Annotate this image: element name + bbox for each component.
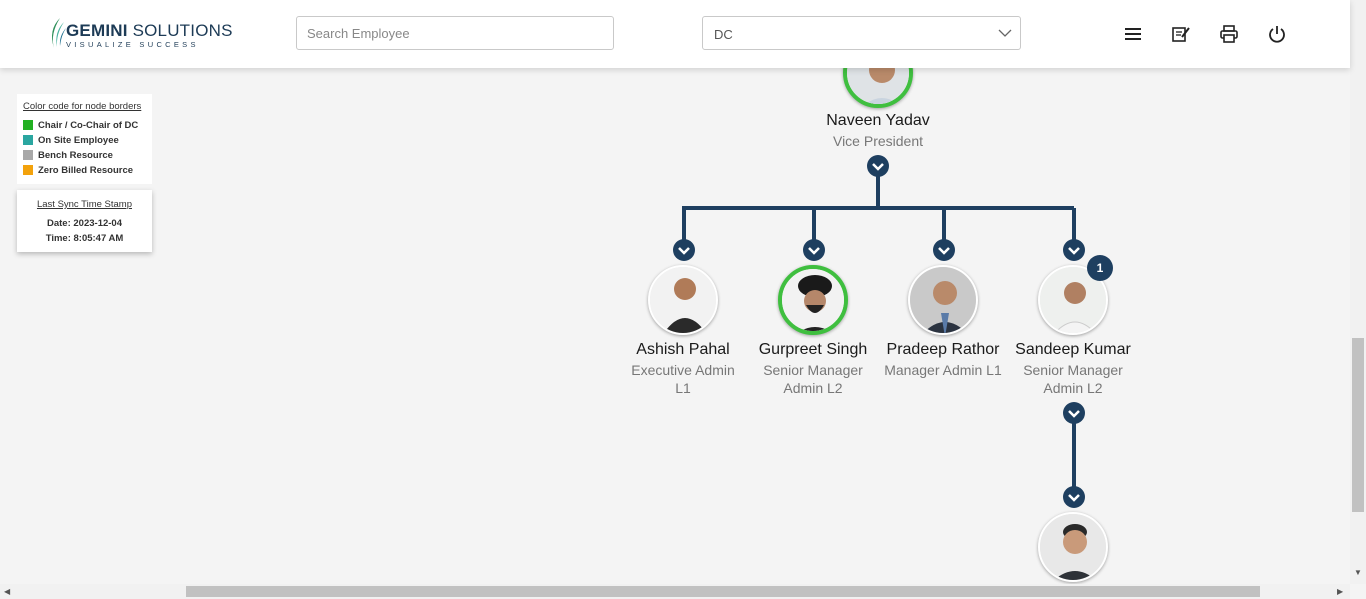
dc-select-value: DC — [714, 27, 733, 42]
legend-swatch — [23, 165, 33, 175]
vertical-scroll-thumb[interactable] — [1352, 338, 1364, 512]
legend-swatch — [23, 135, 33, 145]
avatar-ashish-pahal[interactable] — [648, 265, 718, 335]
chevron-down-icon — [998, 29, 1012, 37]
person-role: Manager Admin L1 — [884, 362, 1002, 378]
scroll-down-arrow-icon[interactable]: ▼ — [1354, 568, 1362, 577]
scroll-left-arrow-icon[interactable]: ◀ — [4, 587, 11, 596]
horizontal-scroll-thumb[interactable] — [186, 586, 1260, 597]
legend-item-zero-billed: Zero Billed Resource — [23, 165, 133, 176]
company-logo[interactable]: GEMINI SOLUTIONS VISUALIZE SUCCESS — [46, 16, 232, 52]
legend-item-chair: Chair / Co-Chair of DC — [23, 120, 138, 131]
person-role: Senior Manager — [1023, 362, 1123, 378]
person-name: Pradeep Rathor — [886, 341, 1000, 358]
person-role: Vice President — [832, 133, 923, 149]
expand-toggle-icon[interactable] — [1063, 239, 1085, 261]
logo-leaf-icon — [52, 18, 66, 48]
legend-item-bench: Bench Resource — [23, 150, 113, 161]
person-role-line2: Admin L2 — [783, 380, 843, 396]
scroll-right-arrow-icon[interactable]: ▶ — [1337, 587, 1344, 596]
person-name: Sandeep Kumar — [1015, 341, 1131, 358]
org-chart: Naveen Yadav Vice President Ashish Pahal… — [631, 38, 1131, 582]
avatar-pradeep-rathor[interactable] — [908, 265, 978, 335]
logo-text: GEMINI SOLUTIONS — [66, 21, 233, 40]
expand-toggle-icon[interactable] — [803, 239, 825, 261]
person-role-line2: Admin L2 — [1043, 380, 1103, 396]
avatar-grandchild[interactable] — [1038, 512, 1108, 582]
person-name: Ashish Pahal — [636, 341, 730, 358]
sync-time: Time: 8:05:47 AM — [45, 233, 124, 244]
expand-toggle-icon[interactable] — [933, 239, 955, 261]
power-icon[interactable] — [1267, 24, 1287, 44]
logo-tagline: VISUALIZE SUCCESS — [66, 40, 199, 49]
legend-item-onsite: On Site Employee — [23, 135, 119, 146]
sync-date: Date: 2023-12-04 — [47, 218, 122, 229]
print-icon[interactable] — [1219, 24, 1239, 44]
child-count-badge: 1 — [1087, 255, 1113, 281]
color-legend: Color code for node borders Chair / Co-C… — [17, 94, 152, 184]
expand-toggle-icon[interactable] — [867, 155, 889, 177]
last-sync-panel: Last Sync Time Stamp Date: 2023-12-04 Ti… — [17, 190, 152, 252]
expand-toggle-icon[interactable] — [673, 239, 695, 261]
legend-swatch — [23, 150, 33, 160]
menu-icon[interactable] — [1123, 24, 1143, 44]
dc-select[interactable]: DC — [702, 16, 1021, 50]
expand-toggle-icon[interactable] — [1063, 486, 1085, 508]
top-header: GEMINI SOLUTIONS VISUALIZE SUCCESS DC — [0, 0, 1350, 68]
person-role: Senior Manager — [763, 362, 863, 378]
legend-swatch — [23, 120, 33, 130]
avatar-gurpreet-singh[interactable] — [778, 265, 848, 335]
sync-title: Last Sync Time Stamp — [36, 199, 133, 210]
person-role: Executive Admin — [631, 362, 735, 378]
connector-lines — [682, 176, 1076, 488]
collapse-toggle-icon[interactable] — [1063, 402, 1085, 424]
person-name: Gurpreet Singh — [758, 341, 868, 358]
legend-title: Color code for node borders — [23, 101, 142, 112]
notes-icon[interactable] — [1171, 24, 1191, 44]
search-employee-input[interactable] — [296, 16, 614, 50]
person-role-line2: L1 — [675, 380, 691, 396]
person-name: Naveen Yadav — [826, 112, 930, 129]
